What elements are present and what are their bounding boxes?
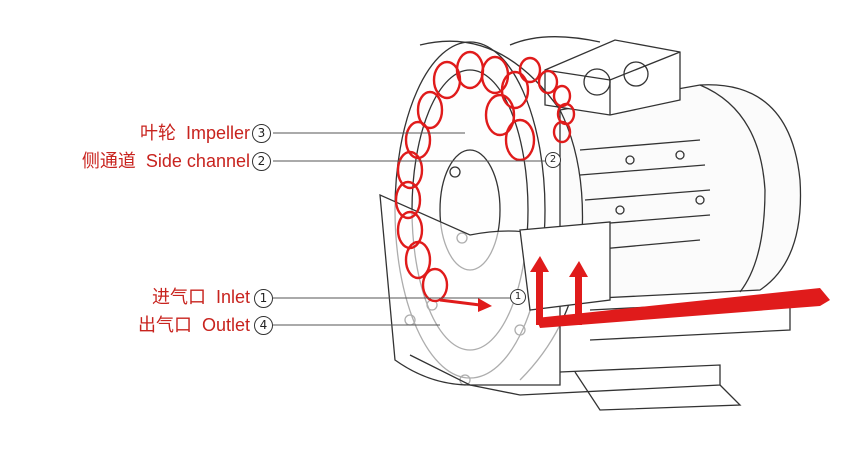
callout-number-3: 3 bbox=[252, 124, 271, 143]
label-inlet: 进气口 Inlet bbox=[0, 287, 250, 307]
label-inlet-en: Inlet bbox=[215, 287, 250, 307]
label-inlet-cn: 进气口 bbox=[151, 287, 206, 307]
label-outlet-en: Outlet bbox=[201, 315, 250, 335]
airflow-helix bbox=[394, 50, 576, 307]
label-impeller-en: Impeller bbox=[185, 123, 250, 143]
leader-lines bbox=[273, 132, 545, 326]
callout-number-4: 4 bbox=[254, 316, 273, 335]
callout-number-2: 2 bbox=[252, 152, 271, 171]
inner-callout-channel: 2 bbox=[545, 152, 561, 168]
label-impeller-cn: 叶轮 bbox=[139, 123, 176, 143]
label-side-channel-en: Side channel bbox=[145, 151, 250, 171]
inner-callout-inlet: 1 bbox=[510, 289, 526, 305]
label-impeller: 叶轮 Impeller bbox=[0, 123, 250, 143]
label-side-channel: 侧通道 Side channel bbox=[0, 151, 250, 171]
label-side-channel-cn: 侧通道 bbox=[81, 151, 136, 171]
label-outlet: 出气口 Outlet bbox=[0, 315, 250, 335]
label-outlet-cn: 出气口 bbox=[137, 315, 192, 335]
callout-number-1: 1 bbox=[254, 289, 273, 308]
flow-arrows bbox=[478, 256, 830, 328]
blower-body bbox=[379, 36, 802, 411]
